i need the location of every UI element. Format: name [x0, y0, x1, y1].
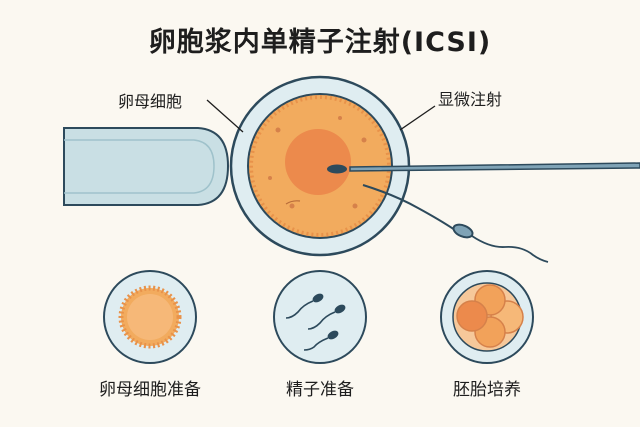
step-sperm-prep-label: 精子准备: [286, 380, 354, 400]
diagram-title: 卵胞浆内单精子注射(ICSI): [148, 27, 492, 58]
cytoplasm-granules: [268, 116, 367, 209]
oocyte-leader-line: [206, 99, 244, 133]
sperm-cell: [362, 184, 549, 263]
injected-sperm-head: [327, 164, 347, 174]
sperm-icon: [273, 270, 367, 364]
polar-body: [285, 200, 301, 205]
oocyte-icon: [103, 270, 197, 364]
step-oocyte-prep-label: 卵母细胞准备: [99, 380, 201, 400]
step-embryo-culture-label: 胚胎培养: [453, 380, 521, 400]
microinjection-label: 显微注射: [438, 90, 503, 109]
embryo-icon: [440, 270, 534, 364]
injection-needle: [327, 162, 640, 174]
holding-pipette: [63, 127, 230, 206]
nucleus: [285, 129, 351, 195]
oocyte-label: 卵母细胞: [118, 92, 183, 111]
microinjection-leader-line: [399, 105, 436, 131]
